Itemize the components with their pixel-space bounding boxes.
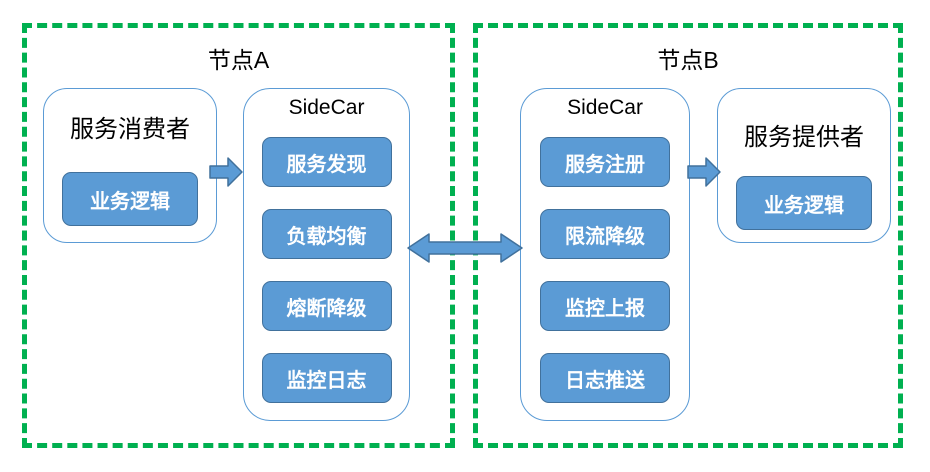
- sidecar-b-box: SideCar 服务注册 限流降级 监控上报 日志推送: [520, 88, 690, 421]
- sidecar-item: 监控上报: [540, 281, 670, 331]
- service-provider-label: 服务提供者: [744, 124, 864, 151]
- node-a-container: 节点A 服务消费者 业务逻辑 SideCar 服务发现 负载均衡 熔断降级 监控…: [22, 23, 455, 448]
- provider-business-logic-box: 业务逻辑: [736, 176, 872, 230]
- sidecar-a-title: SideCar: [288, 96, 365, 119]
- sidecar-a-box: SideCar 服务发现 负载均衡 熔断降级 监控日志: [243, 88, 410, 421]
- node-b-container: 节点B SideCar 服务注册 限流降级 监控上报 日志推送 服务提供者 业务…: [473, 23, 903, 448]
- sidecar-item: 限流降级: [540, 209, 670, 259]
- sidecar-a-items: 服务发现 负载均衡 熔断降级 监控日志: [261, 137, 392, 403]
- double-arrow-icon: [407, 233, 523, 263]
- consumer-business-logic-box: 业务逻辑: [62, 172, 198, 226]
- service-provider-box: 服务提供者 业务逻辑: [717, 88, 891, 243]
- right-arrow-icon: [687, 157, 721, 187]
- sidecar-item: 日志推送: [540, 353, 670, 403]
- sidecar-b-title: SideCar: [567, 96, 643, 119]
- sidecar-item: 监控日志: [261, 353, 392, 403]
- sidecar-b-items: 服务注册 限流降级 监控上报 日志推送: [540, 137, 670, 403]
- right-arrow-icon: [209, 157, 243, 187]
- sidecar-item: 服务发现: [261, 137, 392, 187]
- node-b-title: 节点B: [657, 47, 719, 73]
- sidecar-item: 服务注册: [540, 137, 670, 187]
- sidecar-item: 熔断降级: [261, 281, 392, 331]
- node-a-title: 节点A: [207, 47, 270, 73]
- service-consumer-label: 服务消费者: [70, 116, 190, 143]
- sidecar-item: 负载均衡: [261, 209, 392, 259]
- service-consumer-box: 服务消费者 业务逻辑: [43, 88, 217, 243]
